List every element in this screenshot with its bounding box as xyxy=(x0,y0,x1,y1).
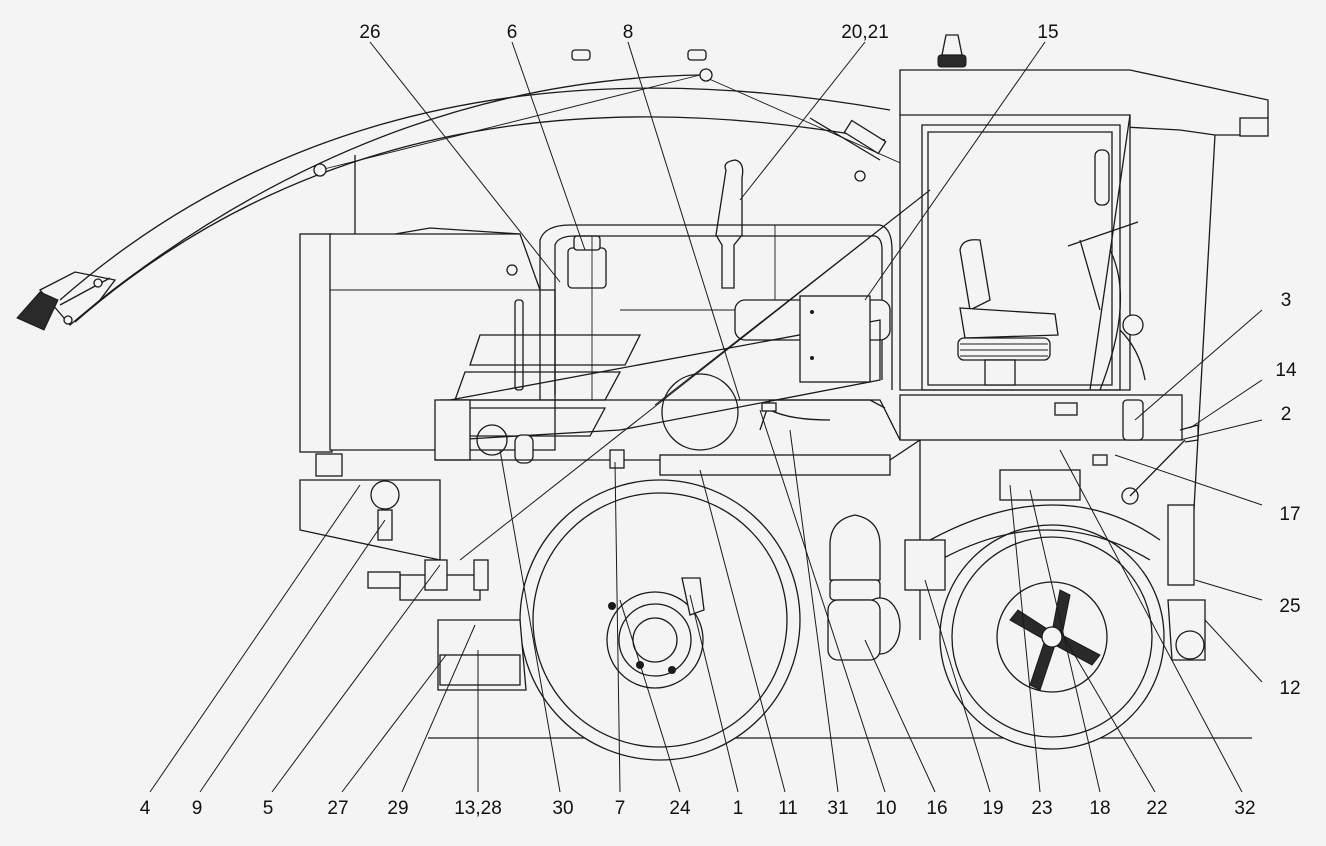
callout-label: 3 xyxy=(1281,290,1292,311)
callout-label: 9 xyxy=(192,798,203,819)
callout-label: 31 xyxy=(827,798,848,819)
callout-label: 27 xyxy=(327,798,348,819)
callout-label: 5 xyxy=(263,798,274,819)
middle-components xyxy=(609,373,1206,661)
callout-label: 15 xyxy=(1037,22,1058,43)
callouts-top: 26 6 8 20,21 15 xyxy=(359,22,1058,43)
cab xyxy=(899,34,1269,581)
callout-label: 1 xyxy=(733,798,744,819)
rear-wheel xyxy=(929,504,1165,750)
front-hitch xyxy=(299,453,527,691)
callout-label: 6 xyxy=(507,22,518,43)
callout-label: 10 xyxy=(875,798,896,819)
callout-label: 2 xyxy=(1281,404,1292,425)
callout-label: 23 xyxy=(1031,798,1052,819)
callout-label: 32 xyxy=(1234,798,1255,819)
callouts-bottom: 4 9 5 27 29 13,28 30 7 24 1 11 31 10 16 … xyxy=(140,798,1256,819)
callout-label: 19 xyxy=(982,798,1003,819)
callout-label: 24 xyxy=(669,798,691,819)
front-wheel xyxy=(519,479,801,761)
leader-lines xyxy=(149,41,1263,793)
callout-label: 11 xyxy=(778,798,798,819)
callout-label: 26 xyxy=(359,22,380,43)
callout-label: 29 xyxy=(387,798,408,819)
callout-label: 25 xyxy=(1279,596,1300,617)
callout-label: 13,28 xyxy=(454,798,502,819)
callout-label: 30 xyxy=(552,798,573,819)
callout-label: 20,21 xyxy=(841,22,889,43)
callout-label: 4 xyxy=(140,798,151,819)
callout-label: 17 xyxy=(1279,504,1300,525)
callout-label: 7 xyxy=(615,798,626,819)
callout-label: 14 xyxy=(1275,360,1297,381)
callout-label: 8 xyxy=(623,22,634,43)
callout-label: 16 xyxy=(926,798,947,819)
discharge-spout xyxy=(16,49,906,331)
callout-label: 22 xyxy=(1146,798,1167,819)
callouts-right: 3 14 2 17 25 12 xyxy=(1275,290,1300,699)
callout-label: 18 xyxy=(1089,798,1110,819)
callout-label: 12 xyxy=(1279,678,1300,699)
